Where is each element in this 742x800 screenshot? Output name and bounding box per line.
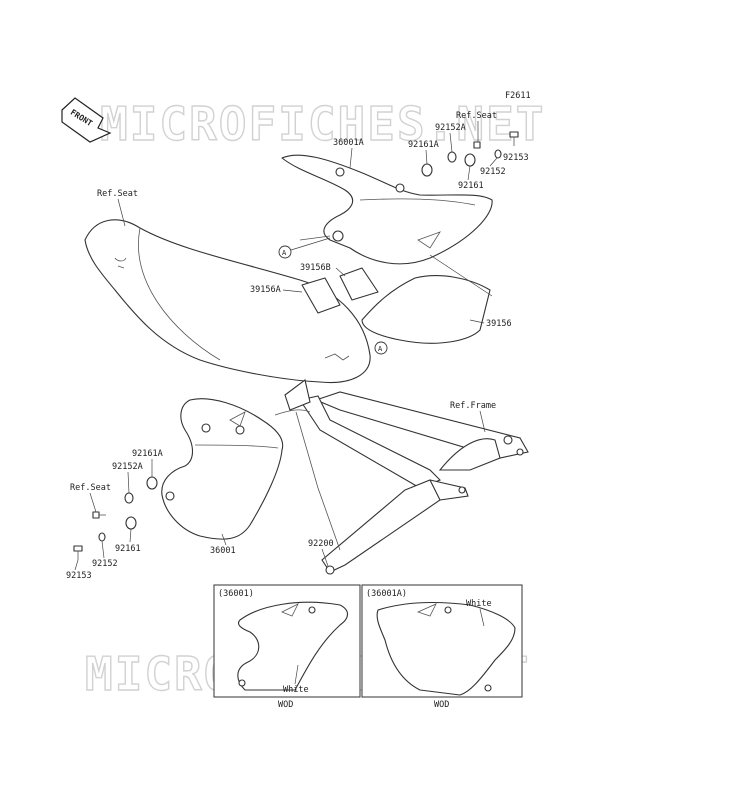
inset-36001A: (36001A) White WOD <box>361 584 523 710</box>
label-92152-left: 92152 <box>92 559 118 569</box>
label-39156A: 39156A <box>250 285 281 295</box>
label-ref-frame: Ref.Frame <box>450 401 496 411</box>
label-39156: 39156 <box>486 319 512 329</box>
decal-39156A <box>301 277 341 314</box>
ref-circle-a-mid: A <box>374 341 388 355</box>
svg-text:A: A <box>378 345 383 353</box>
ref-circle-a-top: A <box>278 245 292 259</box>
inset-36001A-title: (36001A) <box>366 589 407 599</box>
inset-36001-title: (36001) <box>218 589 254 599</box>
hardware-top <box>421 131 519 177</box>
inset-36001A-footer: WOD <box>434 700 449 710</box>
label-ref-seat-top: Ref.Seat <box>456 111 497 121</box>
seat <box>84 219 371 384</box>
label-ref-seat-left: Ref.Seat <box>97 189 138 199</box>
side-cover-right <box>281 154 493 265</box>
label-92153-left: 92153 <box>66 571 92 581</box>
label-ref-seat-bottom: Ref.Seat <box>70 483 111 493</box>
label-92161A-top: 92161A <box>408 140 439 150</box>
label-92152A-top: 92152A <box>435 123 466 133</box>
label-92153-top: 92153 <box>503 153 529 163</box>
label-39156B: 39156B <box>300 263 331 273</box>
frame <box>274 379 529 575</box>
label-92152-top: 92152 <box>480 167 506 177</box>
inset-36001-footer: WOD <box>278 700 293 710</box>
inset-36001-color: White <box>283 685 309 695</box>
label-92200: 92200 <box>308 539 334 549</box>
label-92161-left: 92161 <box>115 544 141 554</box>
inset-36001: (36001) White WOD <box>213 584 361 710</box>
front-arrow-icon: FRONT <box>61 97 112 143</box>
inset-36001A-color: White <box>466 599 492 609</box>
label-92161A-left: 92161A <box>132 449 163 459</box>
label-36001A: 36001A <box>333 138 364 148</box>
decal-39156 <box>361 275 491 344</box>
label-92152A-left: 92152A <box>112 462 143 472</box>
figure-code: F2611 <box>505 91 531 101</box>
decal-39156B <box>339 267 379 301</box>
watermark-top: MICROFICHES.NET <box>100 97 545 151</box>
svg-text:A: A <box>282 249 287 257</box>
label-36001: 36001 <box>210 546 236 556</box>
label-92161-top: 92161 <box>458 181 484 191</box>
side-cover-left <box>161 398 284 540</box>
